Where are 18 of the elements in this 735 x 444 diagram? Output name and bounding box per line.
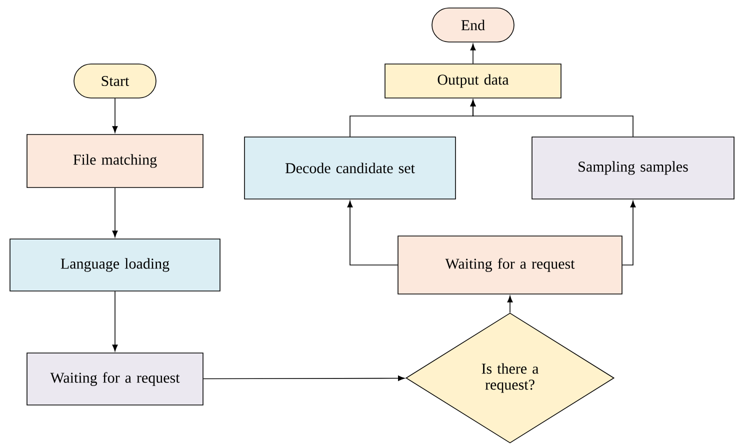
arrow [112,188,118,238]
process-box: Decode candidate set [244,136,456,200]
arrow [112,291,118,352]
process-box: Waiting for a request [26,352,204,406]
process-box: Sampling samples [532,136,734,200]
arrow [203,376,405,381]
process-box: File matching [26,134,204,188]
process-box: Waiting for a request [398,236,622,294]
process-box: Output data [384,64,562,98]
arrow [507,296,513,313]
arrow [470,100,634,137]
process-box: Language loading [10,238,220,292]
arrow [347,200,398,266]
arrow [470,44,476,64]
arrow [622,200,636,266]
end-terminal: End [432,8,514,42]
start-terminal: Start [74,64,156,98]
arrow [112,98,118,133]
